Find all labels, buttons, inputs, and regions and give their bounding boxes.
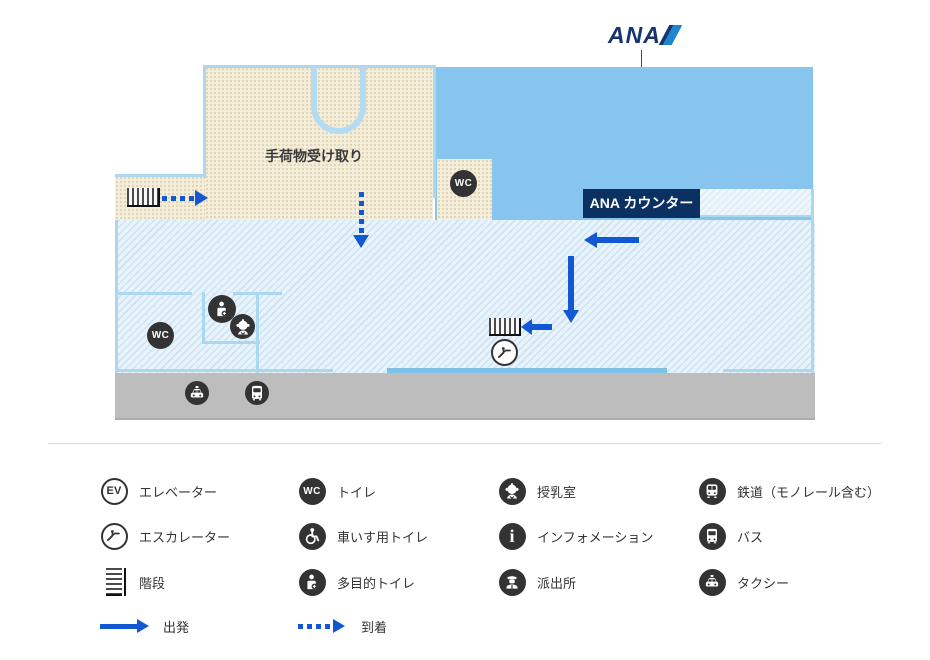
stairs-icon <box>106 568 126 596</box>
escalator-icon <box>491 339 518 366</box>
legend-item-information: i インフォメーション <box>498 522 653 550</box>
wall-line <box>433 65 436 198</box>
escalator-icon <box>100 522 128 550</box>
arrival-arrow <box>353 192 369 248</box>
ana-logo: ANA <box>608 22 683 48</box>
legend-item-elevator: EV エレベーター <box>100 477 217 505</box>
legend-label: タクシー <box>737 575 790 591</box>
facade-wall <box>118 369 333 372</box>
legend-item-police-box: 派出所 <box>498 568 576 596</box>
arrival-arrow <box>298 619 350 633</box>
entrance-doors <box>387 368 667 373</box>
legend-item-railway: 鉄道（モノレール含む） <box>698 477 880 505</box>
legend-label: 派出所 <box>537 575 577 591</box>
police-box-icon <box>498 568 526 596</box>
information-icon: i <box>498 522 526 550</box>
arrival-concourse <box>115 220 815 373</box>
wall-line <box>203 65 435 68</box>
room-partition <box>202 292 205 344</box>
legend-label: トイレ <box>337 484 377 500</box>
wc-icon: WC <box>450 170 477 197</box>
legend-item-departure: 出発 <box>100 612 189 640</box>
taxi-icon <box>185 381 209 405</box>
elevator-icon: EV <box>100 477 128 505</box>
legend-label: 鉄道（モノレール含む） <box>737 484 881 500</box>
legend-label: 階段 <box>139 575 166 591</box>
ana-counter-label: ANA カウンター <box>589 195 694 211</box>
counter-strip <box>700 189 812 217</box>
ana-logo-slash-icon <box>658 25 683 45</box>
room-partition <box>115 292 192 295</box>
legend-label: 到着 <box>361 619 388 635</box>
wheelchair-icon <box>298 522 326 550</box>
legend-item-bus: バス <box>698 522 763 550</box>
departure-arrow <box>563 256 579 323</box>
ana-logo-text: ANA <box>608 22 661 48</box>
legend-item-taxi: タクシー <box>698 568 789 596</box>
legend-item-stairs: 階段 <box>100 568 165 596</box>
legend-item-escalator: エスカレーター <box>100 522 230 550</box>
legend-label: 車いす用トイレ <box>337 529 429 545</box>
legend-label: 授乳室 <box>537 484 577 500</box>
curbside-area <box>115 373 815 420</box>
legend-label: 多目的トイレ <box>337 575 416 591</box>
baggage-carousel <box>311 67 366 134</box>
stairs-icon <box>489 318 519 336</box>
legend-label: バス <box>737 529 764 545</box>
legend-item-wheelchair-toilet: 車いす用トイレ <box>298 522 428 550</box>
wall-line <box>115 174 206 177</box>
legend-divider <box>48 443 882 444</box>
legend-item-toilet: WC トイレ <box>298 477 376 505</box>
legend-label: エレベーター <box>139 484 218 500</box>
wall-line <box>203 65 206 178</box>
multipurpose-toilet-icon <box>298 568 326 596</box>
taxi-icon <box>698 568 726 596</box>
train-icon <box>698 477 726 505</box>
ana-counter: ANA カウンター <box>583 189 700 218</box>
departure-arrow <box>100 619 152 633</box>
wc-icon: WC <box>298 477 326 505</box>
nursing-room-icon <box>230 314 255 339</box>
room-partition <box>256 292 259 373</box>
legend-label: 出発 <box>163 619 190 635</box>
legend-label: エスカレーター <box>139 529 231 545</box>
room-partition <box>202 341 260 344</box>
legend-item-arrival: 到着 <box>298 612 387 640</box>
legend-label: インフォメーション <box>537 529 654 545</box>
wc-icon: WC <box>147 322 174 349</box>
departure-arrow <box>521 319 552 335</box>
arrival-arrow <box>162 190 208 206</box>
departure-arrow <box>584 232 639 248</box>
stairs-icon <box>127 188 158 207</box>
bus-icon <box>245 381 269 405</box>
legend-item-multipurpose-toilet: 多目的トイレ <box>298 568 415 596</box>
nursing-room-icon <box>498 477 526 505</box>
legend-item-nursing-room: 授乳室 <box>498 477 576 505</box>
restroom-nook <box>437 159 492 220</box>
bus-icon <box>698 522 726 550</box>
facade-wall <box>723 369 811 372</box>
baggage-claim-label: 手荷物受け取り <box>265 148 363 164</box>
wall-line <box>811 189 814 373</box>
